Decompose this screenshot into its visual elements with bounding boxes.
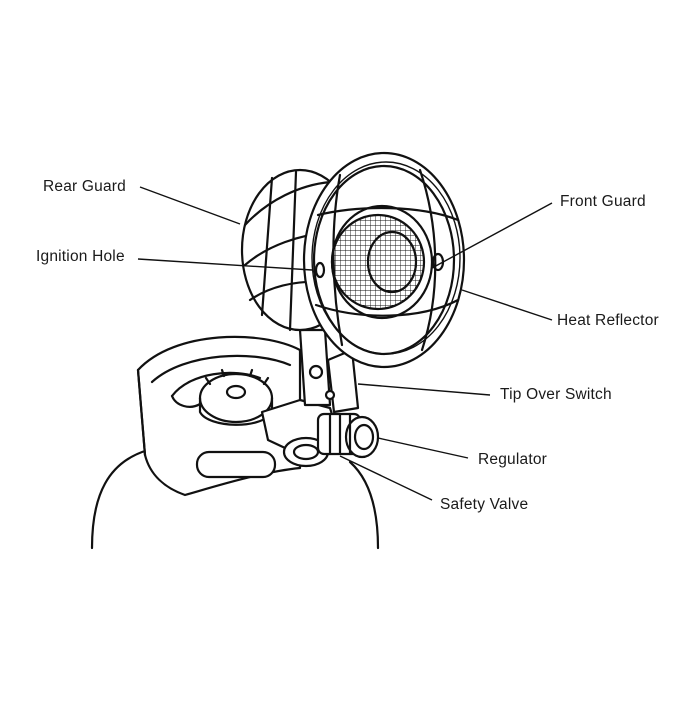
label-safety-valve: Safety Valve: [440, 496, 529, 513]
leader-heat-reflector: [461, 289, 553, 321]
label-ignition-hole: Ignition Hole: [36, 248, 125, 265]
regulator-assembly: [260, 398, 380, 468]
front-guard: [311, 161, 461, 355]
leader-lines: [137, 186, 553, 501]
leader-regulator: [377, 437, 469, 459]
tank-valve-handwheel: [198, 368, 274, 426]
label-rear-guard: Rear Guard: [43, 178, 126, 195]
ignition-hole: [314, 261, 326, 279]
burner-mesh: [330, 213, 445, 311]
leader-tip-over-switch: [357, 383, 491, 396]
label-heat-reflector: Heat Reflector: [557, 312, 659, 329]
leader-ignition-hole: [137, 258, 313, 271]
leader-safety-valve: [339, 455, 433, 501]
label-regulator: Regulator: [478, 451, 548, 468]
label-tip-over-switch: Tip Over Switch: [500, 386, 612, 403]
leader-front-guard: [431, 202, 553, 269]
label-front-guard: Front Guard: [560, 193, 646, 210]
leader-rear-guard: [139, 186, 241, 225]
